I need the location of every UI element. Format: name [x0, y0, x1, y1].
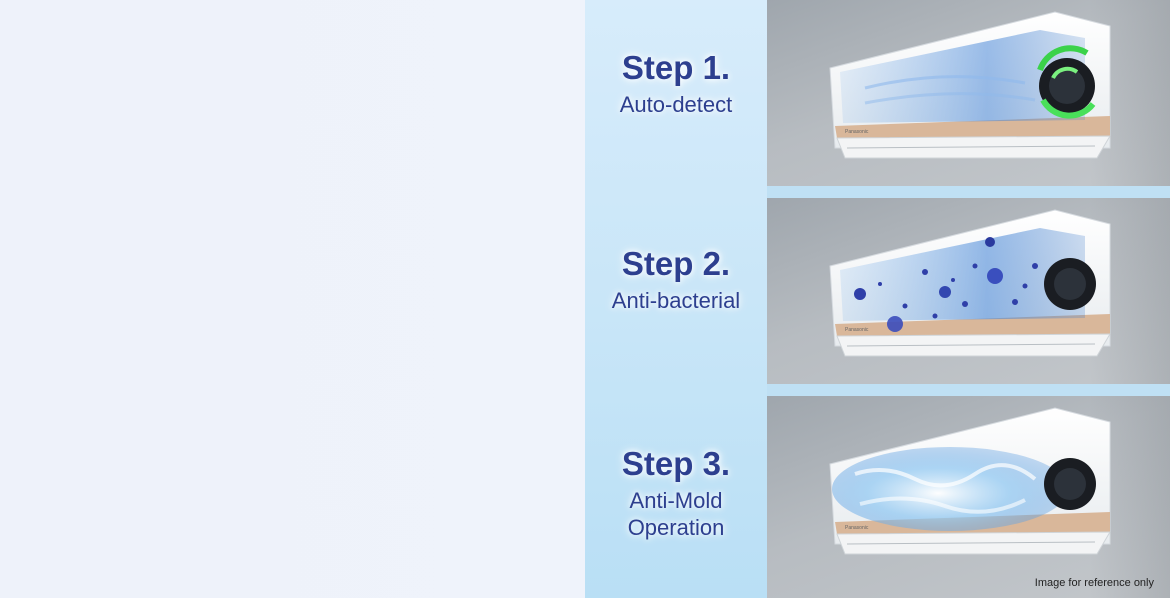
- step-3-description-line1: Anti-Mold: [629, 488, 723, 514]
- step-1-image: Panasonic: [767, 0, 1170, 186]
- step-3-image: Panasonic Image for reference only: [767, 396, 1170, 598]
- step-1: Step 1. Auto-detect: [585, 49, 767, 119]
- step-2-title: Step 2.: [621, 245, 731, 282]
- step-1-title: Step 1.: [621, 49, 731, 86]
- blue-mist-icon: [832, 447, 1068, 531]
- left-blank-area: [0, 0, 585, 598]
- air-conditioner-unit: Panasonic: [825, 206, 1115, 371]
- step-2-description: Anti-bacterial: [611, 288, 741, 314]
- air-conditioner-unit: Panasonic: [825, 404, 1115, 569]
- bacteria-particles-icon: [854, 237, 1038, 332]
- reference-note: Image for reference only: [1034, 577, 1154, 589]
- svg-text:Panasonic: Panasonic: [845, 327, 869, 333]
- step-3: Step 3. Anti-Mold Operation: [585, 445, 767, 541]
- step-3-description-line2: Operation: [627, 514, 725, 540]
- images-column: Panasonic: [767, 0, 1170, 598]
- step-2: Step 2. Anti-bacterial: [585, 245, 767, 315]
- air-conditioner-unit: Panasonic: [825, 8, 1115, 173]
- svg-text:Panasonic: Panasonic: [845, 129, 869, 135]
- step-1-description: Auto-detect: [619, 92, 733, 118]
- step-3-description: Anti-Mold Operation: [585, 488, 767, 541]
- svg-text:Panasonic: Panasonic: [845, 525, 869, 531]
- step-3-title: Step 3.: [621, 445, 731, 482]
- step-2-image: Panasonic: [767, 198, 1170, 384]
- steps-column: Step 1. Auto-detect Step 2. Anti-bacteri…: [585, 0, 767, 598]
- airflow-green-swirl-icon: [1037, 45, 1089, 72]
